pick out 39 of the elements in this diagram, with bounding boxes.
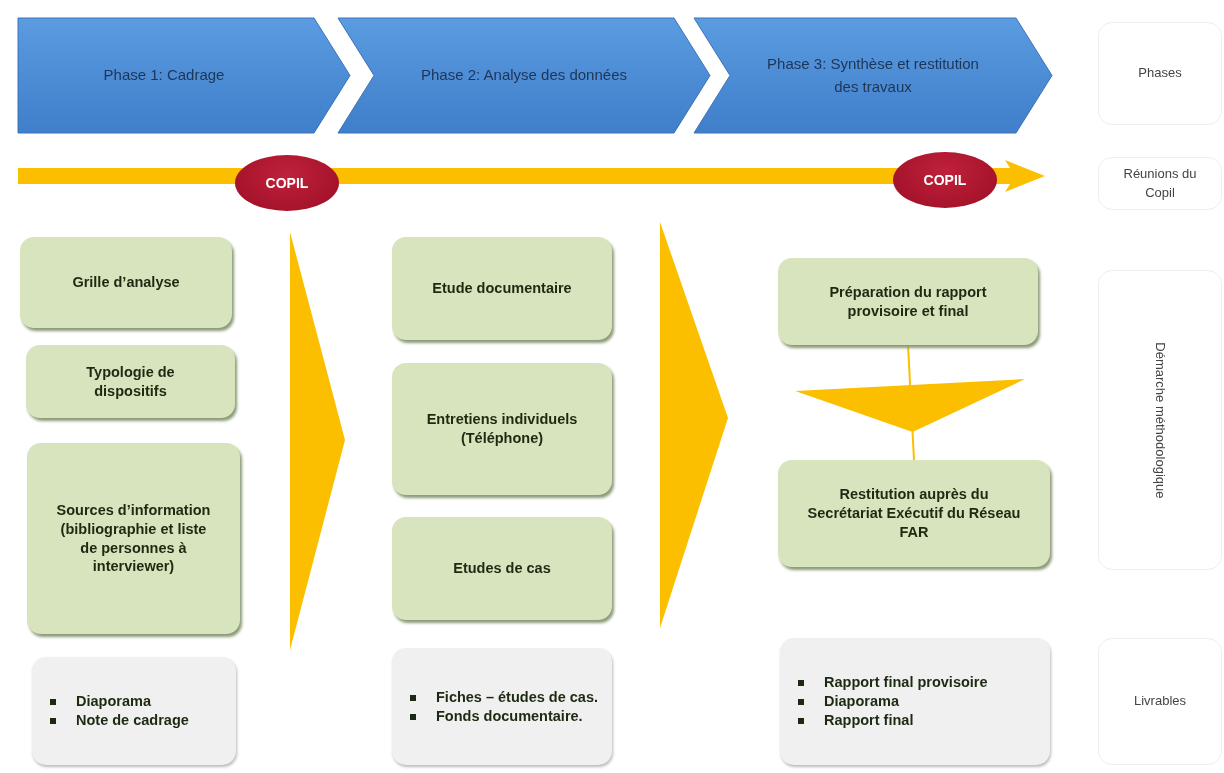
list-item: Fiches – études de cas. — [436, 688, 598, 705]
step-box — [392, 237, 612, 340]
phase-banner — [18, 18, 350, 133]
phase-banner — [338, 18, 710, 133]
list-item: Rapport final — [824, 711, 914, 728]
deliverables-box — [392, 648, 612, 765]
list-item: Note de cadrage — [76, 712, 189, 728]
row-label: Phases — [1138, 64, 1182, 83]
step-label: Grille d’analyse — [72, 273, 180, 292]
step-label: Etudes de cas — [453, 559, 551, 578]
step-box — [392, 517, 612, 620]
step-box — [26, 345, 235, 418]
meeting-label: COPIL — [923, 172, 967, 188]
row-label: Réunions du Copil — [1122, 164, 1198, 202]
step-label: Typologie de dispositifs — [85, 362, 176, 401]
list-item: Rapport final provisoire — [824, 674, 988, 691]
list-item: Fonds documentaire. — [436, 707, 583, 724]
step-box — [778, 460, 1050, 567]
step-label: Restitution auprès du Secrétariat Exécutif du Réseau FAR — [806, 485, 1022, 542]
deliverables-box — [780, 638, 1050, 765]
list-item: Diaporama — [824, 693, 899, 710]
phase-title: Phase 2: Analyse des données — [420, 65, 628, 86]
flow-arrow — [795, 344, 1025, 461]
phase-banner — [694, 18, 1052, 133]
row-label: Démarche méthodologique — [1152, 341, 1170, 499]
meeting-label: COPIL — [265, 175, 309, 191]
step-label: Sources d’information (bibliographie et liste de personnes à interviewer) — [55, 500, 212, 577]
row-label: Livrables — [1134, 692, 1186, 711]
step-box — [27, 443, 240, 634]
deliverables-box — [32, 657, 236, 765]
step-box — [392, 363, 612, 495]
step-box — [778, 258, 1038, 345]
step-label: Etude documentaire — [432, 279, 572, 298]
step-label: Entretiens individuels (Téléphone) — [425, 410, 579, 448]
list-item: Diaporama — [76, 693, 151, 710]
step-box — [20, 237, 232, 328]
phase-title: Phase 1: Cadrage — [102, 65, 226, 86]
phase-title: Phase 3: Synthèse et restitution des travaux — [766, 54, 980, 97]
step-label: Préparation du rapport provisoire et final — [828, 282, 988, 321]
